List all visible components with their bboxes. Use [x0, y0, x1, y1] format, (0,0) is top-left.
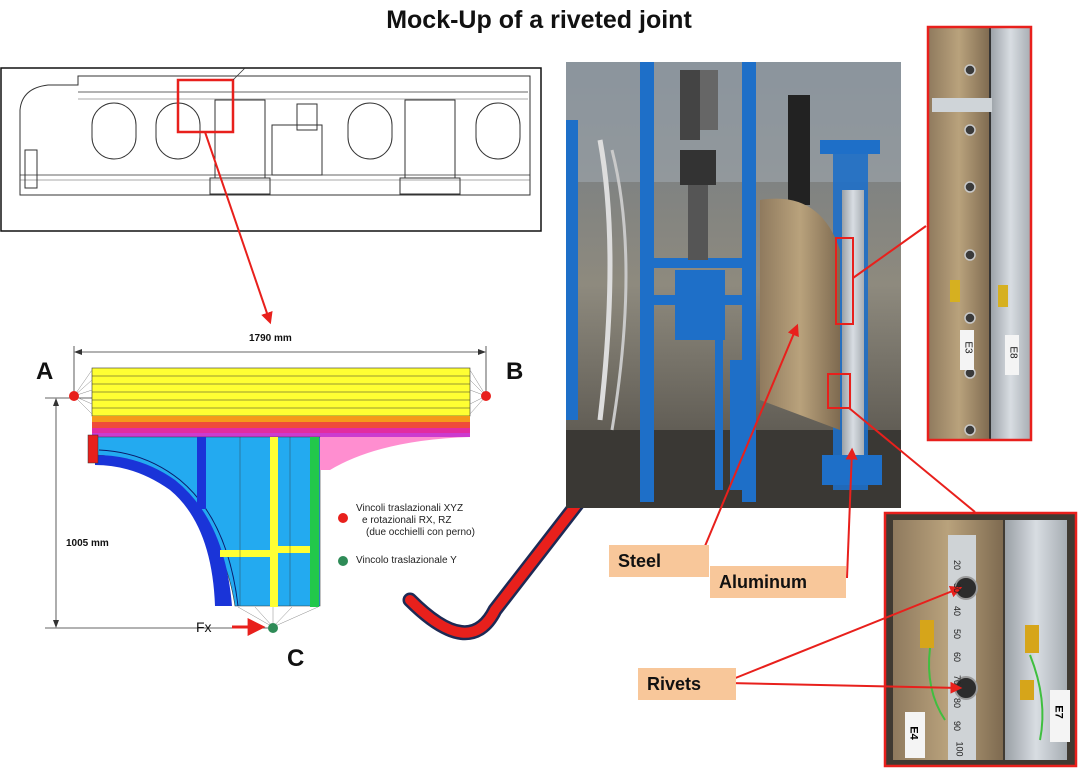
rivets-callout: Rivets	[638, 668, 736, 700]
ruler-tick-label: 30	[952, 582, 963, 594]
leader-bottom	[848, 407, 976, 513]
ruler-tick-label: 50	[952, 628, 963, 640]
steel-pointer	[699, 323, 799, 559]
zoom-arrow	[204, 131, 273, 325]
legend-red-dot	[338, 513, 348, 523]
fem-model	[45, 346, 491, 636]
rivets-pointer-1	[727, 586, 963, 682]
point-c-label: C	[287, 645, 305, 672]
constraint-b-dot	[481, 391, 491, 401]
gauge-label-e3-tag	[960, 330, 974, 370]
constraint-c-dot	[268, 623, 278, 633]
gauge-e7: E7	[1052, 705, 1065, 719]
height-dimension: 1005 mm	[66, 538, 109, 549]
legend-red-text: Vincoli traslazionali XYZ e rotazionali …	[356, 503, 475, 538]
ruler-tick-label: 90	[952, 720, 963, 732]
leader-top	[852, 225, 927, 279]
rivets-pointer-2	[727, 681, 963, 694]
big-curved-arrow	[405, 463, 610, 638]
closeup-photo-top	[926, 25, 1033, 442]
force-label: Fx	[196, 619, 212, 635]
aluminum-callout: Aluminum	[710, 566, 846, 598]
gauge-label-e4-tag	[905, 712, 925, 758]
point-a-label: A	[36, 358, 54, 385]
gauge-label-e7-tag	[1050, 690, 1070, 742]
steel-callout: Steel	[609, 545, 709, 577]
gauge-e3: E3	[962, 341, 974, 354]
ruler-tick-label: 20	[952, 559, 963, 571]
legend-green-text: Vincolo traslazionale Y	[356, 555, 457, 566]
point-b-label: B	[506, 358, 524, 385]
closeup-photo-bottom	[883, 511, 1078, 768]
ruler-tick-label: 40	[952, 605, 963, 617]
gauge-e8: E8	[1007, 346, 1019, 359]
rig-detail-box-top	[835, 237, 854, 325]
legend-green-dot	[338, 556, 348, 566]
rig-detail-box-bottom	[827, 373, 851, 409]
gauge-e4: E4	[907, 726, 920, 740]
railcar-drawing	[0, 67, 542, 232]
page-title: Mock-Up of a riveted joint	[386, 6, 692, 34]
gauge-label-e8-tag	[1005, 335, 1019, 375]
ruler-tick-label: 100	[954, 741, 965, 757]
constraint-a-dot	[69, 391, 79, 401]
ruler-tick-label: 80	[952, 697, 963, 709]
test-rig-photo	[566, 62, 901, 508]
ruler-tick-label: 60	[952, 651, 963, 663]
ruler-tick-label: 70	[952, 674, 963, 686]
width-dimension: 1790 mm	[249, 333, 292, 344]
aluminum-pointer	[845, 447, 858, 579]
ruler	[948, 535, 976, 760]
